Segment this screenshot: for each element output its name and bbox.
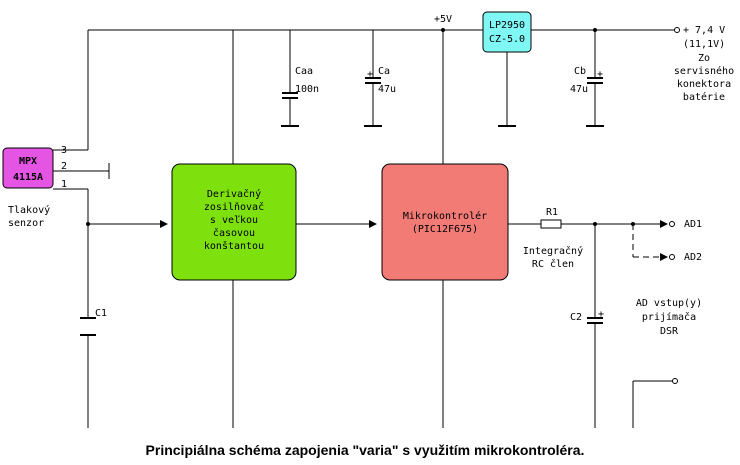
capacitor-ca (364, 30, 382, 127)
supply-source: Zo (698, 53, 710, 64)
supply-source: servisného (674, 65, 734, 77)
mcu-label: Mikrokontrolér (403, 210, 487, 222)
voltage-regulator: LP2950 CZ-5.0 (482, 11, 532, 53)
cb-label: Cb (574, 66, 586, 77)
supply-voltage: + 7,4 V (683, 25, 725, 36)
receiver-label: prijímača (642, 311, 696, 323)
amplifier-label: konštantou (204, 240, 264, 252)
r1-label: R1 (546, 207, 558, 218)
sensor-label: Tlakový (8, 204, 50, 216)
svg-text:+: + (597, 69, 603, 80)
sensor-model: 4115A (13, 172, 43, 183)
cb-value: 47u (570, 84, 588, 95)
amplifier-label: časovou (213, 227, 255, 239)
ca-value: 47u (378, 84, 396, 95)
receiver-label: DSR (660, 326, 679, 337)
caa-value: 100n (295, 84, 319, 95)
diagram-caption: Principiálna schéma zapojenia "varia" s … (146, 442, 585, 458)
pressure-sensor: MPX 4115A (2, 147, 54, 189)
resistor-r1 (540, 219, 562, 229)
receiver-label: AD vstup(y) (636, 298, 702, 309)
sensor-pin-3: 3 (61, 145, 67, 156)
ca-label: Ca (378, 66, 390, 77)
supply-source: batérie (683, 91, 725, 103)
power-rail (87, 27, 680, 150)
svg-text:+: + (598, 309, 604, 320)
c2-label: C2 (570, 312, 582, 323)
sensor-name: MPX (19, 156, 37, 167)
amplifier-label: Derivačný (207, 188, 261, 200)
output-ad2: AD2 (684, 252, 702, 263)
rc-label: Integračný (523, 245, 583, 257)
regulator-model: LP2950 (489, 20, 525, 31)
supply-voltage-alt: (11,1V) (683, 39, 725, 50)
sensor-pin-2: 2 (61, 161, 67, 172)
supply-terminal (674, 27, 680, 33)
sensor-label: senzor (8, 218, 44, 229)
output-ad1: AD1 (684, 219, 702, 230)
regulator-variant: CZ-5.0 (489, 34, 525, 45)
c1-label: C1 (95, 308, 107, 319)
sensor-pin-1: 1 (61, 179, 67, 190)
caa-label: Caa (295, 66, 313, 77)
amplifier-label: s veľkou (210, 215, 258, 226)
svg-text:+: + (367, 69, 373, 80)
rc-label: RC člen (532, 258, 574, 270)
capacitor-cb (586, 28, 604, 127)
capacitor-caa (281, 30, 299, 127)
mcu-model: (PIC12F675) (412, 224, 478, 235)
receiver-ground (632, 378, 678, 428)
differentiating-amplifier: Derivačný zosilňovač s veľkou časovou ko… (171, 163, 297, 281)
sensor-wiring (53, 149, 168, 428)
rail-voltage-label: +5V (434, 14, 452, 25)
rc-integrator (508, 219, 675, 428)
microcontroller: Mikrokontrolér (PIC12F675) (381, 163, 509, 281)
supply-source: konektora (677, 79, 731, 90)
amplifier-label: zosilňovač (204, 201, 264, 213)
